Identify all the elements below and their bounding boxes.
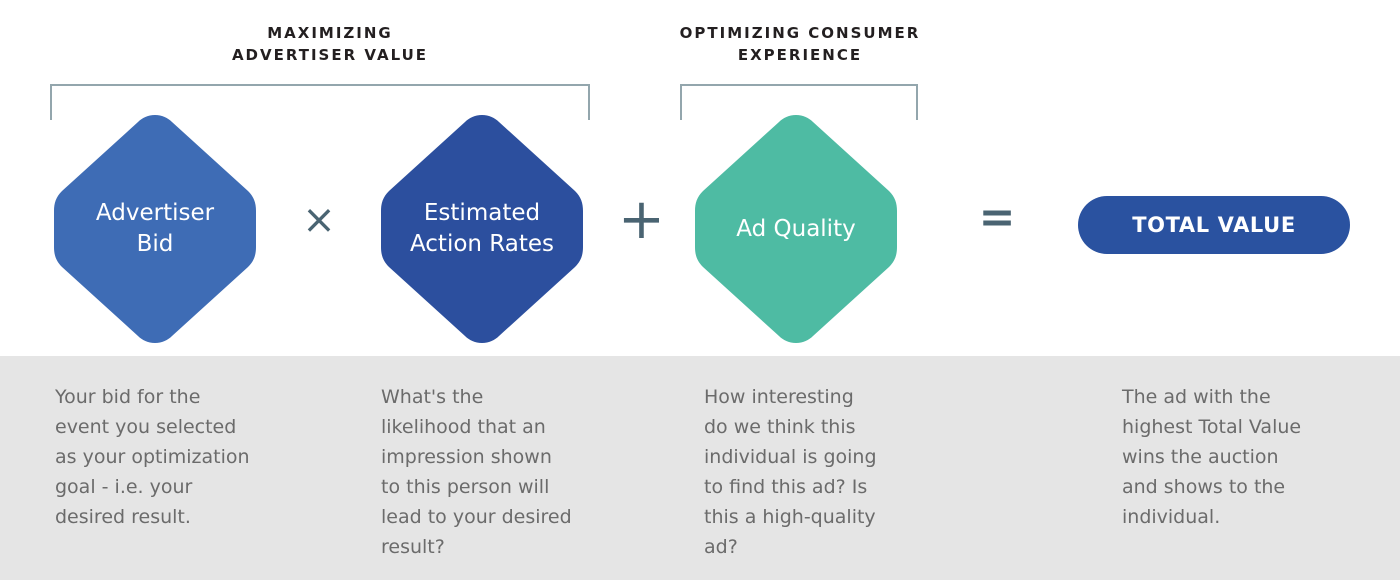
bracket-advertiser-group bbox=[50, 84, 590, 120]
hexagon-ad-quality[interactable]: Ad Quality bbox=[693, 113, 899, 345]
description-estimated-action-rates: What's the likelihood that an impression… bbox=[381, 386, 572, 558]
bracket-consumer-group bbox=[680, 84, 918, 120]
total-value-label: TOTAL VALUE bbox=[1132, 213, 1296, 237]
hexagon-estimated-action-rates[interactable]: Estimated Action Rates bbox=[379, 113, 585, 345]
plus-sign-icon: + bbox=[618, 187, 665, 252]
equals-sign-icon: = bbox=[978, 192, 1016, 243]
description-ad-quality: How interesting do we think this individ… bbox=[704, 386, 877, 558]
description-band bbox=[0, 356, 1400, 580]
hexagon-advertiser-bid[interactable]: Advertiser Bid bbox=[52, 113, 258, 345]
hexagon-label-advertiser-bid: Advertiser Bid bbox=[95, 200, 215, 257]
hexagon-shape-icon bbox=[381, 115, 583, 343]
hexagon-shape-icon bbox=[695, 115, 897, 343]
group-header-optimizing-consumer-experience: OPTIMIZING CONSUMER EXPERIENCE bbox=[679, 24, 921, 64]
total-value-pill[interactable]: TOTAL VALUE bbox=[1078, 196, 1350, 254]
hexagon-label-ad-quality: Ad Quality bbox=[736, 215, 856, 242]
multiplication-sign-icon: × bbox=[302, 197, 336, 243]
hexagon-label-estimated-action-rates: Estimated Action Rates bbox=[409, 200, 555, 257]
hexagon-shape-icon bbox=[54, 115, 256, 343]
description-advertiser-bid: Your bid for the event you selected as y… bbox=[55, 386, 250, 528]
group-header-maximizing-advertiser-value: MAXIMIZING ADVERTISER VALUE bbox=[231, 24, 429, 64]
description-total-value: The ad with the highest Total Value wins… bbox=[1122, 386, 1302, 528]
